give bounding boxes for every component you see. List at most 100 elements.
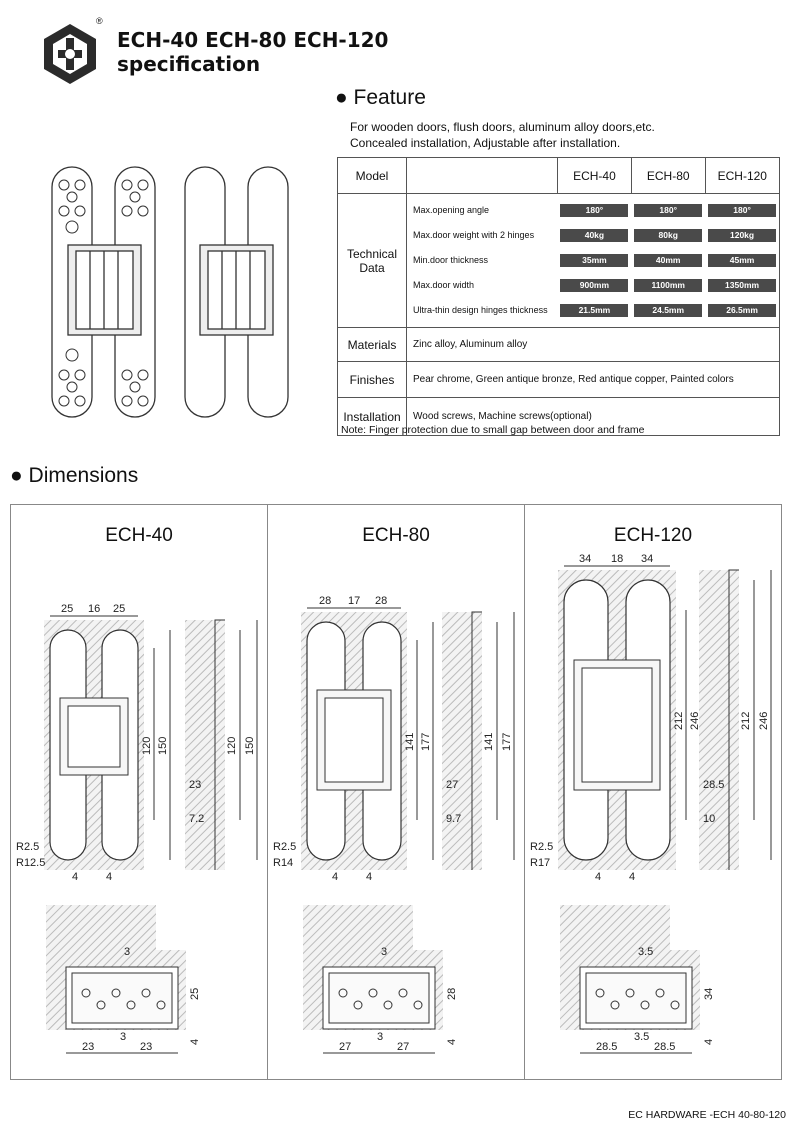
dimension-label: 23 [189,779,201,791]
dimension-label: 23 [82,1041,94,1053]
spec-row-label: Max.opening angle [413,205,490,215]
dimension-label: 3 [381,946,387,958]
hinge-illustration [51,166,289,418]
spec-value: 180° [708,204,777,217]
technical-data-label: Technical Data [337,193,407,328]
spec-value: 35mm [560,254,629,267]
dimension-label: 28.5 [654,1041,675,1053]
dimension-label: 3.5 [638,946,653,958]
spec-value: 1350mm [708,279,777,292]
dimension-label: 177 [501,733,513,751]
installation-label: Installation [337,397,407,436]
dimension-drawing [301,607,515,1054]
dimension-label: 177 [420,733,432,751]
dimension-label: R17 [530,857,550,869]
dimension-label: 25 [189,988,201,1000]
dimension-label: 9.7 [446,813,461,825]
dimension-label: 120 [226,737,238,755]
spec-row-label: Max.door weight with 2 hinges [413,230,535,240]
spec-value: 40mm [634,254,703,267]
materials-label: Materials [337,327,407,362]
spec-value: 180° [634,204,703,217]
dimension-label: 246 [758,712,770,730]
finishes-value: Pear chrome, Green antique bronze, Red a… [406,361,780,398]
spec-value: 180° [560,204,629,217]
dimension-label: R2.5 [530,841,553,853]
dimension-label: 34 [641,553,653,565]
dimension-label: 28.5 [703,779,724,791]
spec-value: 45mm [708,254,777,267]
panel-title: ECH-120 [613,525,693,546]
dimension-label: 4 [72,871,78,883]
dimension-label: 150 [157,737,169,755]
dimension-label: 4 [446,1039,458,1045]
spec-row-label: Min.door thickness [413,255,489,265]
dimension-label: R2.5 [16,841,39,853]
spec-value: 24.5mm [634,304,703,317]
dimension-label: 7.2 [189,813,204,825]
dimension-label: 4 [703,1039,715,1045]
spec-table: Model ECH-40 ECH-80 ECH-120 Technical Da… [337,157,781,436]
brand-logo [44,24,96,84]
dimension-label: 4 [189,1039,201,1045]
spec-value: 120kg [708,229,777,242]
spec-value: 80kg [634,229,703,242]
dimension-label: 28.5 [596,1041,617,1053]
dimension-label: 16 [88,603,100,615]
dimension-label: R12.5 [16,857,45,869]
dimension-label: 141 [483,733,495,751]
dimension-label: 34 [703,988,715,1000]
dimension-label: 246 [689,712,701,730]
dimension-label: 4 [106,871,112,883]
dimension-label: 23 [140,1041,152,1053]
dimension-label: 4 [629,871,635,883]
dimension-label: R14 [273,857,293,869]
note-text: Note: Finger protection due to small gap… [341,424,645,436]
dimension-label: 27 [397,1041,409,1053]
footer-text: EC HARDWARE -ECH 40-80-120 [628,1109,786,1121]
spec-row-label: Max.door width [413,280,475,290]
spec-value: 26.5mm [708,304,777,317]
dimension-label: 4 [332,871,338,883]
spec-value: 900mm [560,279,629,292]
dimension-label: 10 [703,813,715,825]
dimension-label: 28 [319,595,331,607]
dimension-label: 212 [673,712,685,730]
dimension-label: 28 [446,988,458,1000]
feature-heading: ● Feature [335,86,426,109]
dimension-label: 17 [348,595,360,607]
dimension-label: 18 [611,553,623,565]
spec-row-label: Ultra-thin design hinges thickness [413,305,548,315]
dimension-panel-ech120: ECH-120 [524,504,782,1080]
registered-mark: ® [96,16,103,26]
spec-value: 1100mm [634,279,703,292]
dimension-label: 25 [61,603,73,615]
dimension-label: 141 [404,733,416,751]
dimension-label: 3 [120,1031,126,1043]
dimension-label: 27 [446,779,458,791]
dimension-label: 120 [141,737,153,755]
installation-value: Wood screws, Machine screws(optional) [406,397,780,436]
dimension-label: 25 [113,603,125,615]
dimension-label: 4 [366,871,372,883]
feature-description: For wooden doors, flush doors, aluminum … [350,120,655,150]
dimension-label: 3.5 [634,1031,649,1043]
panel-title: ECH-40 [105,525,173,546]
page-title: ECH-40 ECH-80 ECH-120 specification [117,28,389,76]
dimension-label: 150 [244,737,256,755]
dimension-drawing [44,615,258,1054]
dimension-label: R2.5 [273,841,296,853]
dimension-label: 28 [375,595,387,607]
dimension-label: 4 [595,871,601,883]
dimension-label: 3 [377,1031,383,1043]
spec-value: 21.5mm [560,304,629,317]
dimension-label: 3 [124,946,130,958]
spec-value: 40kg [560,229,629,242]
panel-title: ECH-80 [362,525,430,546]
dimension-label: 27 [339,1041,351,1053]
dimension-label: 212 [740,712,752,730]
dimension-drawing [558,565,772,1054]
model-header: ECH-40 [557,157,632,194]
dimensions-heading: ● Dimensions [10,464,139,487]
